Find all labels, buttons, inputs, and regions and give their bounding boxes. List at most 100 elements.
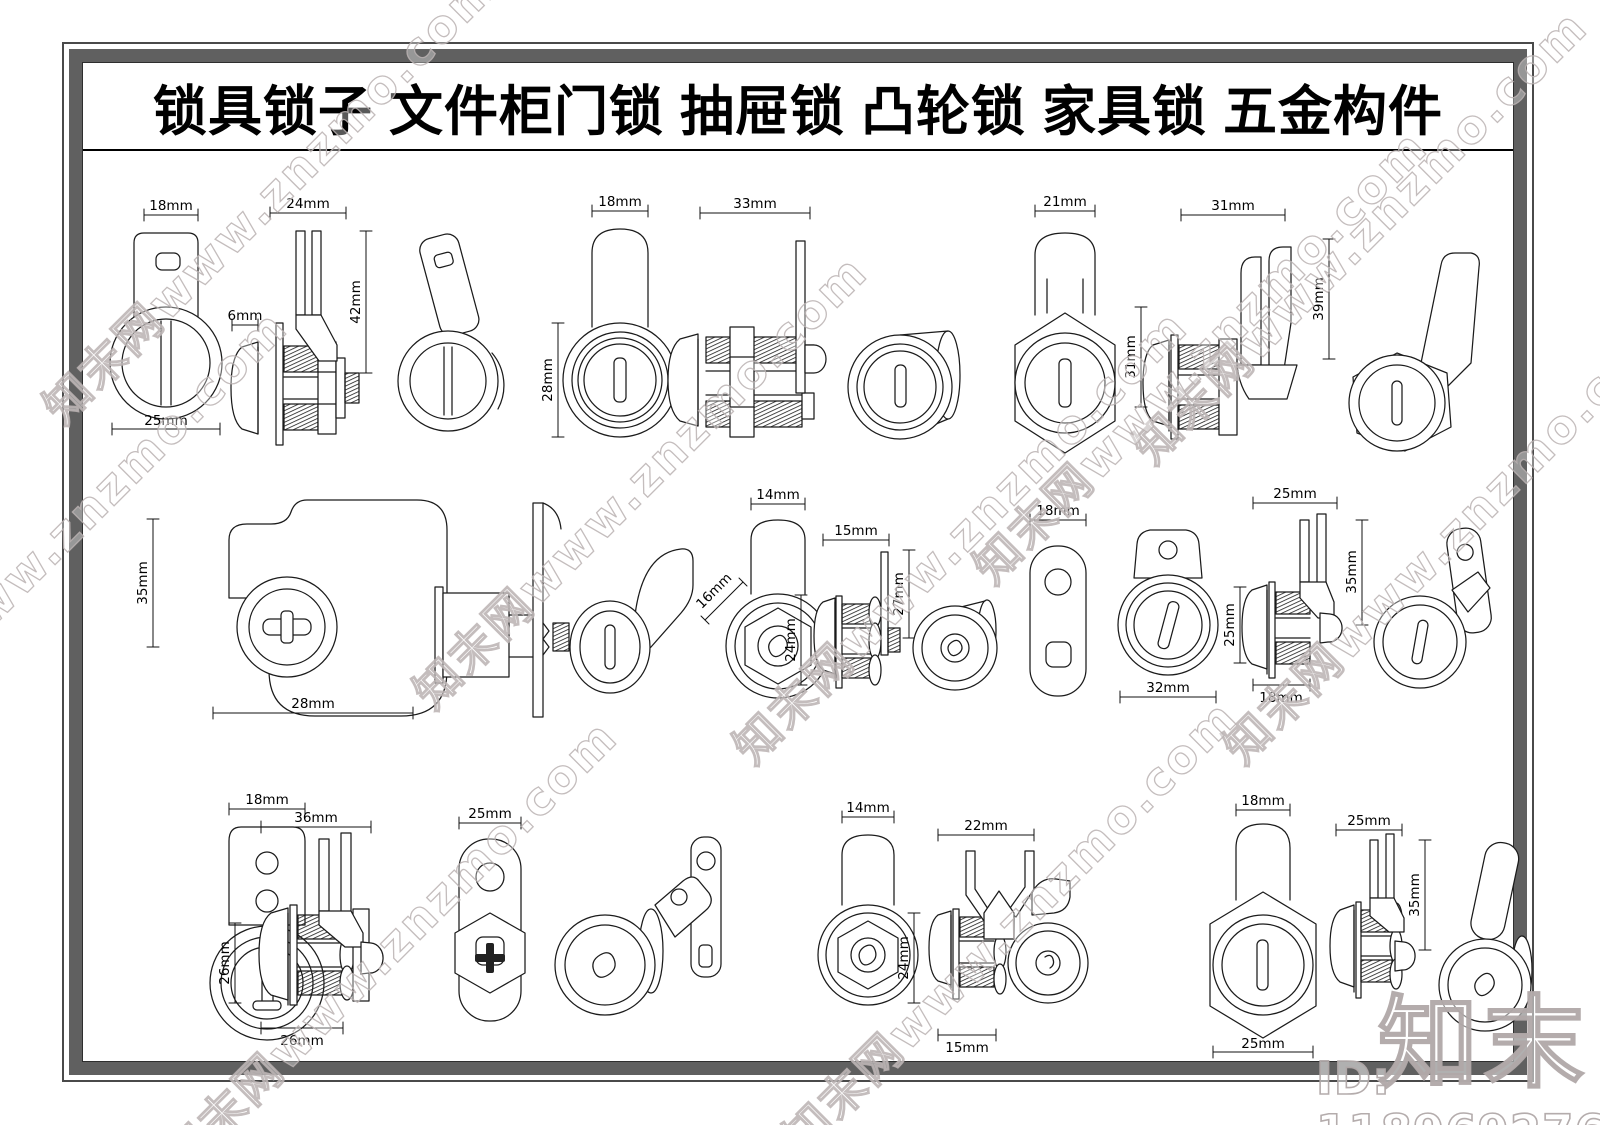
dim-side-left: 26mm: [217, 922, 242, 1004]
dim-side-top: 22mm: [937, 818, 1035, 842]
dim-front-bottom: 28mm: [212, 696, 414, 720]
dim-side-right: 39mm: [1311, 238, 1336, 360]
iso-view: [1007, 878, 1089, 1004]
svg-text:25mm: 25mm: [1222, 603, 1238, 646]
page-title: 锁具锁子 文件柜门锁 抽屉锁 凸轮锁 家具锁 五金构件: [152, 81, 1443, 142]
svg-text:28mm: 28mm: [540, 358, 556, 401]
svg-text:39mm: 39mm: [1311, 277, 1327, 320]
dim-side-left: 24mm: [896, 912, 921, 1004]
side-view: [258, 832, 384, 1006]
svg-text:18mm: 18mm: [245, 792, 288, 808]
svg-text:15mm: 15mm: [834, 523, 877, 539]
svg-text:18mm: 18mm: [598, 194, 641, 210]
front-view: [562, 228, 678, 438]
svg-text:35mm: 35mm: [1344, 550, 1360, 593]
dim-side-left: 25mm: [1222, 586, 1247, 664]
dim-side-top: 25mm: [1252, 486, 1338, 510]
side-view: [813, 551, 901, 689]
svg-text:24mm: 24mm: [286, 196, 329, 212]
dim-side-left: 24mm: [783, 594, 808, 686]
dim-side-top: 36mm: [260, 810, 372, 834]
svg-text:33mm: 33mm: [733, 196, 776, 212]
svg-text:21mm: 21mm: [1043, 194, 1086, 210]
front-view: [725, 519, 831, 699]
svg-text:31mm: 31mm: [1211, 198, 1254, 214]
dim-front-left: 28mm: [540, 322, 565, 438]
dim-side-right: 35mm: [1344, 519, 1369, 626]
dim-side-top: 31mm: [1180, 198, 1286, 222]
dim-front-top: 18mm: [143, 198, 199, 222]
svg-text:35mm: 35mm: [1407, 873, 1423, 916]
iso-view: [554, 836, 722, 1016]
svg-text:15mm: 15mm: [945, 1040, 988, 1056]
iso-view: [847, 330, 961, 440]
side-view: [1241, 513, 1343, 679]
plate-view: [454, 838, 526, 1022]
plate-view: [1029, 545, 1087, 697]
svg-text:22mm: 22mm: [964, 818, 1007, 834]
iso-view: [569, 548, 694, 694]
dim-side-right: 42mm: [348, 230, 373, 374]
dim-plate-top: 25mm: [458, 806, 522, 830]
lock-group-1: 18mm 25mm 24mm 6mm 42mm: [109, 196, 505, 446]
svg-text:18mm: 18mm: [149, 198, 192, 214]
svg-text:25mm: 25mm: [144, 413, 187, 429]
dim-front-left: 35mm: [135, 518, 160, 648]
dim-plate-top: 18mm: [1029, 503, 1087, 527]
svg-text:18mm: 18mm: [1241, 793, 1284, 809]
dim-front-top: 14mm: [841, 800, 895, 824]
svg-text:16mm: 16mm: [693, 570, 735, 612]
front-view: [109, 232, 223, 420]
title-band: 锁具锁子 文件柜门锁 抽屉锁 凸轮锁 家具锁 五金构件: [83, 63, 1513, 151]
side-view: [667, 240, 827, 438]
side-view: [434, 502, 570, 718]
svg-text:14mm: 14mm: [756, 487, 799, 503]
iso-view: [1373, 527, 1492, 689]
svg-text:36mm: 36mm: [294, 810, 337, 826]
dim-side-right: 27mm: [891, 549, 916, 639]
svg-text:6mm: 6mm: [228, 308, 263, 324]
dim-front-top: 18mm: [1235, 793, 1291, 817]
iso-view: [1348, 252, 1480, 452]
dim-side-top: 25mm: [1335, 813, 1403, 837]
dim-front-bottom: 25mm: [111, 413, 221, 436]
svg-text:24mm: 24mm: [783, 618, 799, 661]
svg-text:25mm: 25mm: [1273, 486, 1316, 502]
svg-text:28mm: 28mm: [291, 696, 334, 712]
dim-side-top: 15mm: [822, 523, 890, 547]
dim-side-bottom: 26mm: [260, 1021, 344, 1049]
svg-text:32mm: 32mm: [1146, 680, 1189, 696]
svg-text:18mm: 18mm: [1036, 503, 1079, 519]
lock-group-5: 14mm 16mm 15mm 24mm 27mm: [693, 487, 998, 699]
iso-view: [912, 599, 998, 691]
side-view: [928, 850, 1035, 1000]
lock-group-7: 18mm 36mm 26mm 26mm: [209, 792, 722, 1049]
dim-front-top: 18mm: [591, 194, 649, 218]
side-view: [1329, 833, 1416, 999]
front-view: [228, 499, 448, 717]
svg-text:31mm: 31mm: [1123, 335, 1139, 378]
lock-group-8: 14mm 22mm 24mm 15mm: [817, 800, 1089, 1056]
dim-side-bottom: 15mm: [937, 1028, 997, 1056]
dim-front-top: 21mm: [1034, 194, 1096, 218]
dim-side-right: 35mm: [1407, 839, 1432, 951]
dim-front-bottom: 32mm: [1119, 680, 1217, 704]
lock-group-6: 18mm 32mm 25mm 25mm: [1029, 486, 1492, 706]
front-view: [1014, 232, 1116, 454]
front-view: [1209, 823, 1317, 1039]
svg-text:14mm: 14mm: [846, 800, 889, 816]
dim-front-bottom: 25mm: [1212, 1036, 1314, 1059]
lock-group-4: 35mm 28mm: [135, 499, 694, 720]
frame-band: [69, 49, 1527, 1075]
side-view: [230, 230, 360, 446]
iso-view: [397, 233, 505, 432]
svg-text:26mm: 26mm: [217, 941, 233, 984]
iso-view: [1438, 841, 1533, 1032]
svg-text:24mm: 24mm: [896, 936, 912, 979]
side-view: [1142, 246, 1298, 440]
dim-side-left: 31mm: [1123, 306, 1148, 408]
dim-front-top: 14mm: [750, 487, 806, 511]
dim-side-top: 24mm: [269, 196, 347, 220]
dim-side-bottom: 18mm: [1252, 678, 1311, 706]
svg-text:18mm: 18mm: [1259, 690, 1302, 706]
